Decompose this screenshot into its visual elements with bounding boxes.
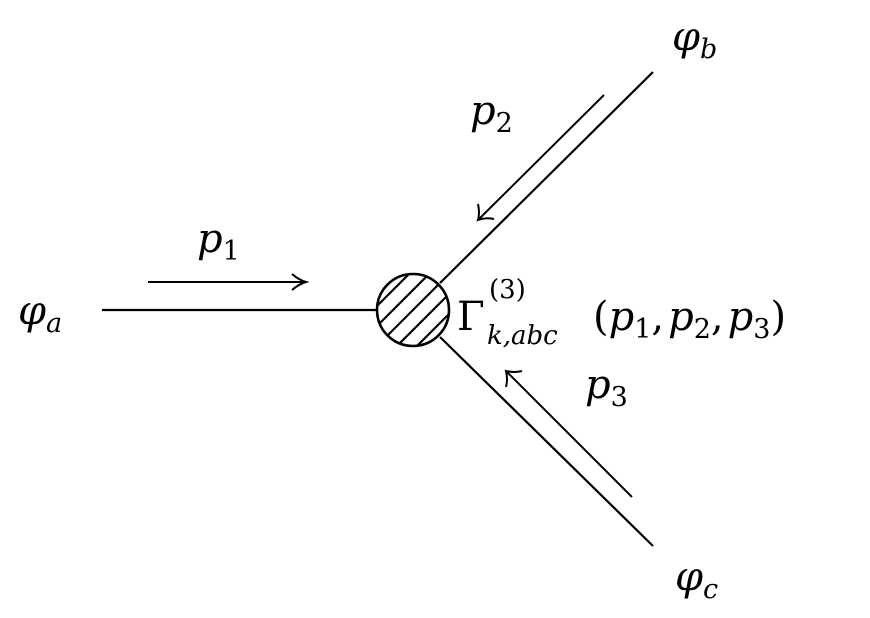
- vertex-subscript: k,abc: [487, 321, 558, 351]
- momentum-label-p1: p1: [197, 216, 240, 267]
- vertex-arguments: (p1,p2,p3): [593, 294, 786, 345]
- momentum-arrow-p3: [504, 369, 633, 498]
- vertex-function-label: Γ (3) k,abc (p1,p2,p3): [457, 275, 786, 351]
- momentum-label-p3: p3: [585, 362, 628, 413]
- momentum-label-p2: p2: [470, 88, 513, 139]
- vertex-symbol: Γ: [457, 294, 485, 340]
- field-label-a: φa: [18, 288, 62, 339]
- leg-b-line: [439, 71, 654, 284]
- vertex-superscript: (3): [489, 275, 526, 305]
- field-label-c: φc: [675, 554, 718, 605]
- momentum-arrow-p1: [148, 273, 310, 291]
- momentum-arrow-p2: [476, 94, 605, 222]
- field-label-b: φb: [672, 14, 717, 65]
- leg-c-line: [439, 336, 654, 547]
